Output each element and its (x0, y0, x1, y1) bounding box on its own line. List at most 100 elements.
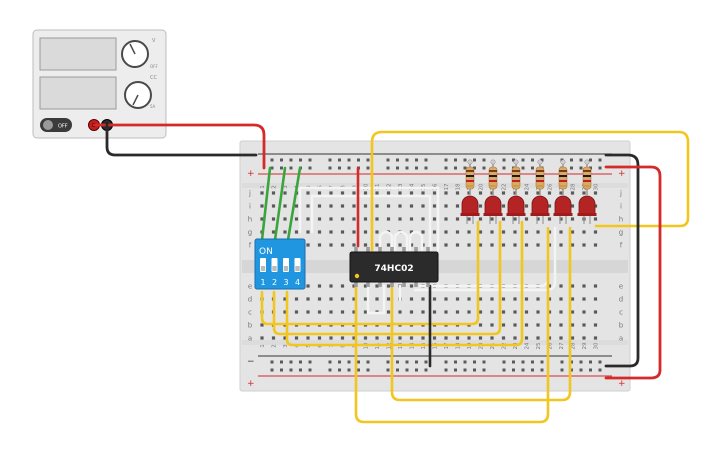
breadboard-hole[interactable] (398, 243, 402, 247)
breadboard-hole[interactable] (524, 297, 529, 301)
breadboard-hole[interactable] (409, 297, 414, 301)
breadboard-hole[interactable] (524, 230, 529, 234)
breadboard-hole[interactable] (283, 310, 287, 314)
yellow-wire-5[interactable] (390, 226, 572, 402)
breadboard-hole[interactable] (306, 230, 310, 234)
breadboard-hole[interactable] (398, 217, 402, 221)
breadboard-hole[interactable] (593, 336, 598, 340)
rail-hole[interactable] (328, 158, 332, 162)
rail-hole[interactable] (308, 158, 312, 162)
breadboard-hole[interactable] (432, 243, 437, 247)
rail-hole[interactable] (357, 360, 360, 364)
breadboard-hole[interactable] (593, 297, 598, 301)
rail-hole[interactable] (598, 368, 602, 372)
breadboard-hole[interactable] (593, 230, 598, 234)
rail-hole[interactable] (347, 360, 351, 364)
rail-hole[interactable] (570, 360, 573, 364)
rail-hole[interactable] (289, 158, 293, 162)
rail-hole[interactable] (280, 368, 283, 372)
breadboard-hole[interactable] (501, 217, 506, 221)
rail-hole[interactable] (521, 360, 525, 364)
rail-hole[interactable] (444, 166, 448, 170)
rail-hole[interactable] (598, 158, 602, 162)
rail-hole[interactable] (512, 368, 515, 372)
breadboard-hole[interactable] (570, 230, 575, 234)
rail-hole[interactable] (463, 360, 467, 364)
rail-hole[interactable] (444, 368, 448, 372)
rail-hole[interactable] (502, 166, 506, 170)
breadboard-hole[interactable] (490, 323, 494, 327)
breadboard-hole[interactable] (467, 297, 471, 301)
rail-hole[interactable] (280, 360, 283, 364)
rail-hole[interactable] (366, 166, 370, 170)
rail-hole[interactable] (512, 360, 515, 364)
rail-hole[interactable] (540, 360, 544, 364)
breadboard-hole[interactable] (455, 336, 460, 340)
breadboard-hole[interactable] (444, 243, 448, 247)
breadboard-hole[interactable] (513, 336, 517, 340)
breadboard-hole[interactable] (513, 191, 517, 195)
breadboard-hole[interactable] (582, 230, 586, 234)
rail-hole[interactable] (280, 158, 283, 162)
breadboard-hole[interactable] (421, 297, 425, 301)
breadboard-hole[interactable] (570, 243, 575, 247)
breadboard-hole[interactable] (386, 310, 391, 314)
rail-hole[interactable] (560, 360, 564, 364)
rail-hole[interactable] (357, 368, 360, 372)
breadboard-hole[interactable] (421, 336, 425, 340)
breadboard-hole[interactable] (467, 217, 471, 221)
breadboard-hole[interactable] (501, 336, 506, 340)
power-switch[interactable]: OFF (40, 118, 72, 132)
breadboard-hole[interactable] (340, 204, 345, 208)
rail-hole[interactable] (299, 368, 302, 372)
rail-hole[interactable] (396, 166, 399, 170)
rail-hole[interactable] (589, 360, 592, 364)
rail-hole[interactable] (473, 368, 476, 372)
breadboard-hole[interactable] (432, 310, 437, 314)
rail-hole[interactable] (308, 360, 312, 364)
yellow-wire-3[interactable] (285, 220, 524, 347)
rail-hole[interactable] (570, 158, 573, 162)
breadboard-hole[interactable] (570, 284, 575, 288)
rail-hole[interactable] (540, 158, 544, 162)
breadboard-hole[interactable] (340, 336, 345, 340)
breadboard-hole[interactable] (363, 336, 368, 340)
breadboard-hole[interactable] (409, 217, 414, 221)
breadboard-hole[interactable] (294, 217, 299, 221)
rail-hole[interactable] (308, 166, 312, 170)
white-jumper-4[interactable] (366, 284, 386, 315)
breadboard-hole[interactable] (421, 230, 425, 234)
rail-hole[interactable] (386, 158, 390, 162)
breadboard-hole[interactable] (306, 217, 310, 221)
breadboard-hole[interactable] (547, 284, 552, 288)
rail-hole[interactable] (570, 368, 573, 372)
breadboard-hole[interactable] (467, 191, 471, 195)
rail-hole[interactable] (589, 368, 592, 372)
breadboard-hole[interactable] (536, 336, 540, 340)
rail-hole[interactable] (589, 158, 592, 162)
breadboard-hole[interactable] (283, 204, 287, 208)
breadboard-hole[interactable] (547, 297, 552, 301)
breadboard-hole[interactable] (306, 204, 310, 208)
breadboard-hole[interactable] (582, 310, 586, 314)
breadboard-hole[interactable] (398, 191, 402, 195)
rail-hole[interactable] (454, 166, 457, 170)
breadboard-hole[interactable] (363, 230, 368, 234)
rail-hole[interactable] (386, 166, 390, 170)
breadboard-hole[interactable] (283, 191, 287, 195)
breadboard-hole[interactable] (409, 336, 414, 340)
rail-hole[interactable] (338, 360, 341, 364)
breadboard-hole[interactable] (478, 217, 483, 221)
rail-hole[interactable] (473, 360, 476, 364)
breadboard-hole[interactable] (490, 217, 494, 221)
rail-hole[interactable] (338, 166, 341, 170)
breadboard-hole[interactable] (536, 297, 540, 301)
breadboard-hole[interactable] (524, 323, 529, 327)
breadboard-hole[interactable] (547, 230, 552, 234)
breadboard-hole[interactable] (398, 310, 402, 314)
breadboard-hole[interactable] (409, 204, 414, 208)
breadboard-hole[interactable] (432, 217, 437, 221)
red-supply-wire[interactable] (92, 123, 266, 170)
breadboard-hole[interactable] (478, 336, 483, 340)
breadboard-hole[interactable] (294, 230, 299, 234)
